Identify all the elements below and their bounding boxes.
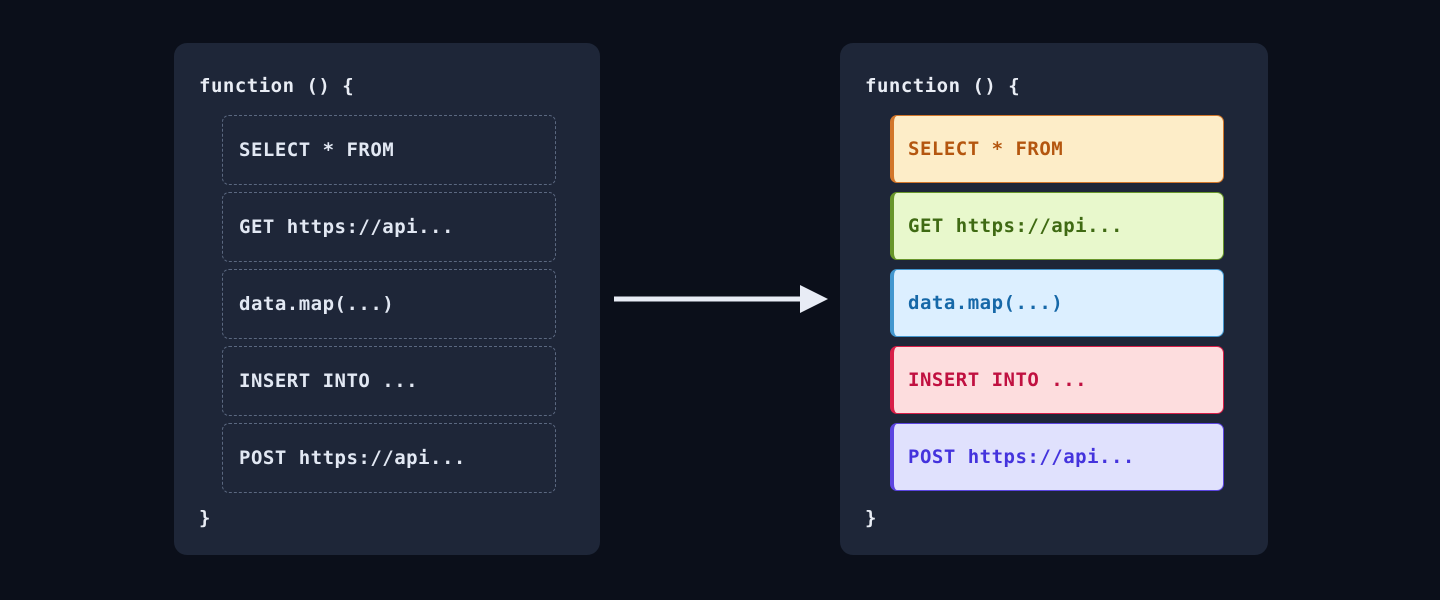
after-row-label: INSERT INTO ...	[908, 369, 1088, 391]
arrow-right-icon	[614, 285, 828, 313]
after-row-http-post[interactable]: POST https://api...	[890, 423, 1224, 491]
after-row-label: GET https://api...	[908, 215, 1123, 237]
after-panel: function () { SELECT * FROM GET https://…	[840, 43, 1268, 555]
after-row-list: SELECT * FROM GET https://api... data.ma…	[890, 115, 1224, 491]
before-row-label: SELECT * FROM	[239, 139, 395, 161]
before-panel: function () { SELECT * FROM GET https://…	[174, 43, 600, 555]
before-row-label: INSERT INTO ...	[239, 370, 419, 392]
before-row-label: data.map(...)	[239, 293, 395, 315]
before-row-label: POST https://api...	[239, 447, 466, 469]
before-row-list: SELECT * FROM GET https://api... data.ma…	[222, 115, 556, 493]
before-row-http-get[interactable]: GET https://api...	[222, 192, 556, 262]
after-row-js-map[interactable]: data.map(...)	[890, 269, 1224, 337]
before-function-open-line: function () {	[199, 75, 355, 97]
after-row-label: POST https://api...	[908, 446, 1135, 468]
after-row-http-get[interactable]: GET https://api...	[890, 192, 1224, 260]
after-row-label: SELECT * FROM	[908, 138, 1064, 160]
after-row-sql-select[interactable]: SELECT * FROM	[890, 115, 1224, 183]
before-row-sql-insert[interactable]: INSERT INTO ...	[222, 346, 556, 416]
after-row-label: data.map(...)	[908, 292, 1064, 314]
after-function-open-line: function () {	[865, 75, 1021, 97]
before-row-sql-select[interactable]: SELECT * FROM	[222, 115, 556, 185]
after-row-sql-insert[interactable]: INSERT INTO ...	[890, 346, 1224, 414]
before-function-close-line: }	[199, 507, 211, 529]
transform-arrow	[610, 282, 832, 316]
before-row-label: GET https://api...	[239, 216, 454, 238]
before-row-http-post[interactable]: POST https://api...	[222, 423, 556, 493]
after-function-close-line: }	[865, 507, 877, 529]
before-row-js-map[interactable]: data.map(...)	[222, 269, 556, 339]
